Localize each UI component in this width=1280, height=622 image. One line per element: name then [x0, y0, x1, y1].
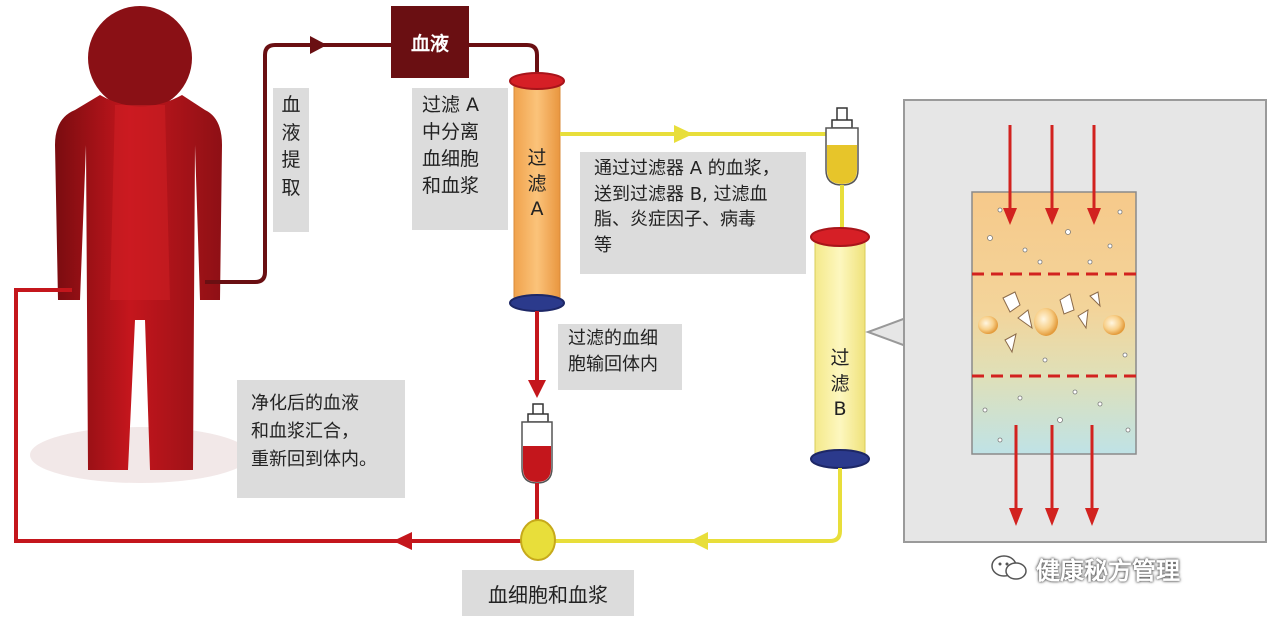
zoom-panel: [865, 99, 1267, 543]
filter-b-char: 滤: [830, 372, 850, 395]
cells-note-line: 过滤的血细: [568, 328, 658, 349]
extraction-char: 液: [281, 121, 301, 144]
extraction-char: 提: [281, 149, 301, 172]
extraction-line: [205, 43, 391, 284]
merge-node: [520, 519, 556, 561]
return-note-line: 和血浆汇合，: [251, 420, 359, 442]
filter-a-char: A: [530, 198, 544, 221]
return-note: 净化后的血液 和血浆汇合， 重新回到体内。: [237, 380, 405, 498]
person-figure: [30, 6, 250, 483]
filter-a-note-line: 和血浆: [422, 174, 480, 197]
filter-a-note-line: 中分离: [422, 120, 480, 143]
blood-cell-particles: [978, 291, 1125, 354]
merge-label: 血细胞和血浆: [462, 570, 634, 616]
plasma-vial-icon: [825, 107, 859, 186]
filter-a-char: 过: [527, 147, 547, 169]
cells-arrow-icon: [528, 380, 546, 398]
filter-a-note-line: 血细胞: [422, 147, 480, 170]
plasma-note-line: 通过过滤器 A 的血浆，: [594, 158, 780, 179]
plasma-note-line: 送到过滤器 B, 过滤血: [594, 183, 768, 205]
plasma-note: 通过过滤器 A 的血浆， 送到过滤器 B, 过滤血 脂、炎症因子、病毒 等: [580, 152, 806, 274]
extraction-arrow-icon: [310, 36, 327, 54]
filter-a-tube: [509, 72, 565, 312]
filter-b-label: 过 滤 B: [815, 346, 865, 423]
filter-b-char: 过: [830, 347, 850, 369]
filter-b-char: B: [833, 398, 847, 421]
filter-a-note: 过滤 A 中分离 血细胞 和血浆: [412, 88, 508, 230]
extraction-char: 取: [281, 176, 301, 199]
return-note-line: 净化后的血液: [251, 393, 359, 414]
yellow-return-arrow-icon: [690, 532, 708, 550]
plasma-note-line: 等: [594, 234, 612, 256]
cells-note: 过滤的血细 胞输回体内: [558, 324, 682, 390]
cells-note-line: 胞输回体内: [568, 353, 658, 375]
filter-b-tube: [810, 227, 870, 469]
return-note-line: 重新回到体内。: [251, 448, 377, 470]
filter-a-note-line: 过滤 A: [422, 94, 480, 116]
small-particles: [982, 207, 1131, 443]
plasma-arrow-icon: [674, 125, 693, 143]
blood-vial-icon: [521, 403, 553, 484]
plasma-note-line: 脂、炎症因子、病毒: [594, 209, 756, 231]
filter-a-char: 滤: [527, 172, 547, 195]
extraction-note: 血 液 提 取: [273, 88, 309, 232]
filter-b-return-line: [555, 468, 842, 543]
filter-a-label: 过 滤 A: [514, 146, 560, 223]
return-arrow-icon: [393, 532, 412, 550]
watermark-text: 健康秘方管理: [1036, 556, 1180, 585]
inflow-arrows: [1003, 125, 1101, 225]
watermark: 健康秘方管理: [990, 546, 1180, 590]
return-loop-line: [14, 288, 522, 543]
blood-box: 血液: [391, 6, 469, 78]
blood-to-filter-line: [469, 43, 539, 77]
chat-bubble-icon: [991, 555, 1027, 580]
outflow-arrows: [1009, 425, 1099, 526]
extraction-char: 血: [281, 94, 301, 116]
